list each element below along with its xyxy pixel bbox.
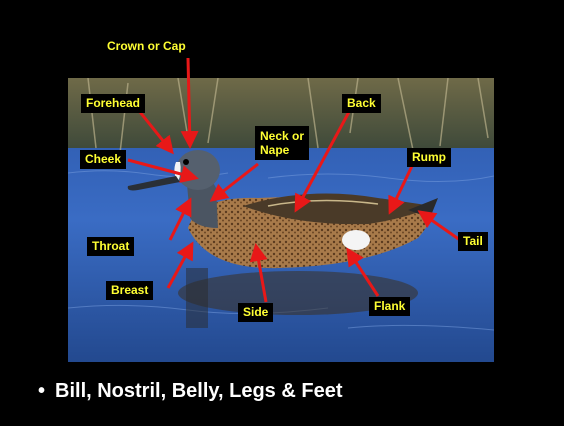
label-neck: Neck or Nape xyxy=(255,126,309,160)
label-flank: Flank xyxy=(369,297,410,316)
label-side: Side xyxy=(238,303,273,322)
label-rump: Rump xyxy=(407,148,451,167)
label-back: Back xyxy=(342,94,381,113)
bullet-marker: • xyxy=(38,380,45,402)
label-throat: Throat xyxy=(87,237,134,256)
duck-photo xyxy=(68,78,494,362)
label-crown: Crown or Cap xyxy=(107,40,186,53)
label-cheek: Cheek xyxy=(80,150,126,169)
label-forehead: Forehead xyxy=(81,94,145,113)
bullet-line: • Bill, Nostril, Belly, Legs & Feet xyxy=(38,380,343,403)
label-breast: Breast xyxy=(106,281,153,300)
duck-illustration xyxy=(68,78,494,362)
bullet-text: Bill, Nostril, Belly, Legs & Feet xyxy=(55,380,342,402)
label-tail: Tail xyxy=(458,232,488,251)
